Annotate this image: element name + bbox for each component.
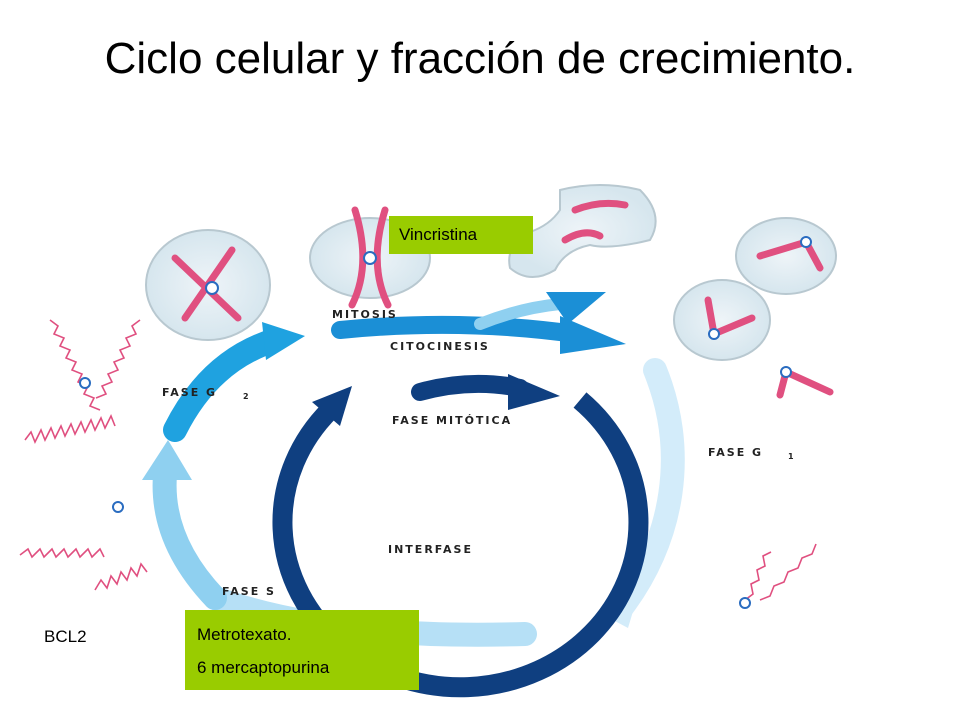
- vincristina-label: Vincristina: [399, 225, 478, 244]
- antimetabolite-callout: Metrotexato. 6 mercaptopurina: [185, 610, 419, 690]
- chromosome-div-a: [571, 199, 629, 214]
- chromosome-mitosis-b: [373, 206, 392, 309]
- g1-arc: [608, 358, 685, 622]
- cytokinesis-arrowhead: [560, 316, 626, 354]
- chromatin-6: [744, 551, 772, 601]
- cell-daughter-1: [735, 217, 837, 295]
- mitotic-phase-arc: [411, 374, 529, 401]
- interphase-arrowhead: [312, 386, 352, 426]
- chromatin-2: [49, 319, 101, 411]
- label-citocinesis: CITOCINESIS: [390, 340, 490, 353]
- chromosome-div-b: [561, 229, 604, 244]
- chromatin-4: [19, 547, 105, 559]
- centromere-chromatin-1: [79, 377, 91, 389]
- label-fase-g2: FASE G: [162, 386, 217, 399]
- label-fase-g1: FASE G: [708, 446, 763, 459]
- centromere-chromatin-2: [112, 501, 124, 513]
- label-mitosis: MITOSIS: [332, 308, 398, 321]
- drug-mercaptopurina: 6 mercaptopurina: [197, 658, 330, 677]
- slide-title: Ciclo celular y fracción de crecimiento.: [104, 34, 856, 83]
- chromosome-mitosis-a: [348, 206, 367, 309]
- drug-metrotexato: Metrotexato.: [197, 625, 292, 644]
- centromere-g2: [205, 281, 219, 295]
- centromere-free: [780, 366, 792, 378]
- chromatin-3: [95, 319, 141, 399]
- centromere-d1: [800, 236, 812, 248]
- label-fase-g1-sub: 1: [788, 452, 796, 461]
- label-fase-s: FASE S: [222, 585, 276, 598]
- label-fase-g2-sub: 2: [243, 392, 251, 401]
- centromere-mitosis: [363, 251, 377, 265]
- chromatin-5: [94, 562, 148, 591]
- bcl2-label: BCL2: [44, 627, 87, 646]
- mitosis-branch-arc: [474, 298, 566, 330]
- interphase-ring: [272, 392, 649, 698]
- g2-arc: [163, 328, 287, 442]
- chromatin-7: [759, 543, 817, 601]
- cell-daughter-2: [673, 279, 771, 361]
- vincristina-callout: Vincristina: [389, 216, 533, 254]
- label-fase-mitotica: FASE MITÓTICA: [392, 414, 512, 427]
- label-interfase: INTERFASE: [388, 543, 473, 556]
- centromere-d2: [708, 328, 720, 340]
- cytokinesis-arc: [331, 315, 584, 343]
- s-arrowhead: [142, 440, 192, 480]
- chromatin-1: [24, 414, 116, 444]
- centromere-chromatin-3: [739, 597, 751, 609]
- g2-arrowhead: [262, 322, 305, 360]
- mitotic-phase-arrowhead: [508, 374, 560, 410]
- s-to-g2-arc: [152, 463, 227, 610]
- mitosis-branch-arrowhead: [546, 292, 606, 324]
